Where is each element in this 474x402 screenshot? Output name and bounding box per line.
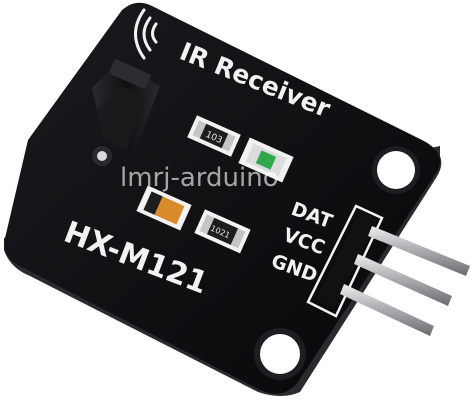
pin-dat [368,226,470,276]
mounting-hole-top-right [372,146,420,194]
watermark: lmrj-arduino [120,163,279,193]
status-led [238,137,294,183]
header-pins [340,226,470,336]
header-outline [306,204,384,318]
ir-sensor [92,59,160,166]
resistor-r1: 103 [187,115,241,157]
header-housing [316,212,378,308]
pin-vcc [354,254,452,306]
capacitor [136,185,192,231]
mounting-hole-bottom [254,328,306,380]
ir-signal-icon [134,8,158,60]
pin-gnd [340,284,434,336]
resistor-r2: 1021 [194,209,251,254]
